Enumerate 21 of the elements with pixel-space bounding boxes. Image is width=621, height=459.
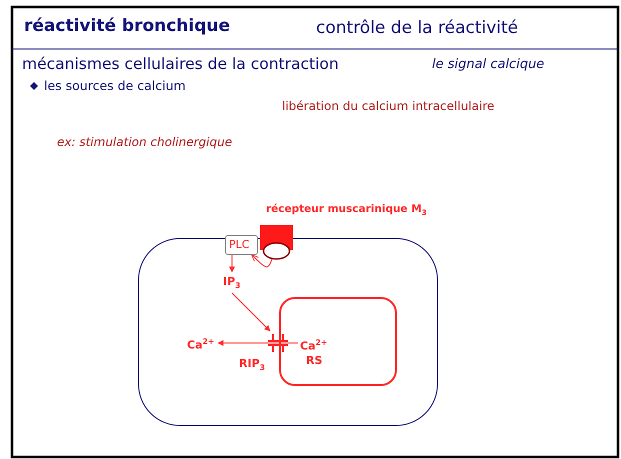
arrow bbox=[217, 340, 298, 346]
ion-name: Ca$^{2+}$ bbox=[187, 337, 214, 352]
slide-subtitle: contrôle de la réactivité bbox=[316, 18, 518, 38]
reticulum-compartment bbox=[279, 297, 397, 386]
compartment-name: RS bbox=[306, 354, 322, 367]
subheading: libération du calcium intracellulaire bbox=[282, 99, 494, 113]
ion-name: Ca$^{2+}$ bbox=[300, 338, 328, 353]
arrow bbox=[251, 254, 272, 268]
enzyme-box bbox=[225, 235, 258, 255]
example-text: ex: stimulation cholinergique bbox=[57, 135, 232, 149]
messenger-name: IP$_{3}$ bbox=[223, 275, 241, 290]
enzyme-name: PLC bbox=[229, 238, 250, 251]
section-heading: mécanismes cellulaires de la contraction bbox=[22, 55, 339, 73]
receptor-name: récepteur muscarinique M$_{3}$ bbox=[266, 203, 427, 218]
channel-name: RIP$_{3}$ bbox=[239, 357, 265, 372]
slide-title: réactivité bronchique bbox=[24, 16, 230, 36]
receptor bbox=[258, 203, 428, 261]
arrow bbox=[232, 292, 270, 332]
topic-label: le signal calcique bbox=[432, 57, 544, 72]
arrow bbox=[229, 254, 235, 273]
bullet-text: les sources de calcium bbox=[44, 78, 186, 93]
